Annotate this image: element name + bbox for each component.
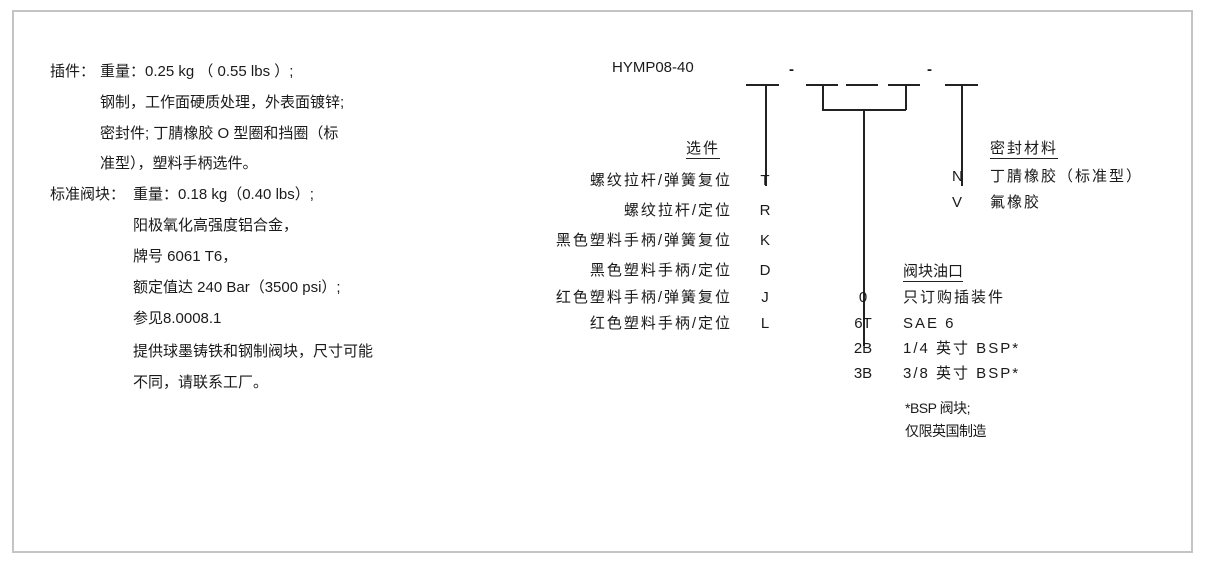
body-spec-line: 重量：0.18 kg（0.40 lbs）;	[133, 186, 314, 203]
blank-seal	[945, 84, 978, 86]
seal-label: 丁腈橡胶（标准型）	[990, 168, 1144, 185]
dash: -	[927, 61, 932, 78]
port-bracket-bar	[822, 109, 906, 111]
seal-code: N	[952, 168, 963, 185]
option-label: 螺纹拉杆/定位	[623, 202, 732, 219]
blank-option	[746, 84, 779, 86]
body-spec-line: 不同，请联系工厂。	[133, 374, 269, 391]
body-spec-line: 阳极氧化高强度铝合金，	[133, 217, 299, 234]
port-label: 只订购插装件	[903, 289, 1006, 306]
dash: -	[789, 61, 794, 78]
document-frame	[12, 10, 1193, 553]
option-code: J	[761, 289, 769, 306]
port-code: 0	[858, 289, 868, 306]
blank-port-3	[888, 84, 920, 86]
body-spec-line: 额定值达 240 Bar（3500 psi）;	[133, 279, 341, 296]
option-label: 黑色塑料手柄/定位	[589, 262, 732, 279]
option-code: T	[760, 172, 770, 189]
seal-label: 氟橡胶	[990, 194, 1042, 211]
blank-port-2	[846, 84, 878, 86]
insert-label: 插件：	[50, 63, 96, 80]
port-code: 3B	[853, 365, 873, 382]
seal-code: V	[952, 194, 963, 211]
port-label: SAE 6	[903, 315, 956, 332]
port-label: 3/8 英寸 BSP*	[903, 365, 1021, 382]
option-code: K	[759, 232, 770, 249]
port-leader-line	[863, 110, 865, 346]
option-label: 黑色塑料手柄/弹簧复位	[555, 232, 732, 249]
bsp-note: *BSP 阀块;	[905, 400, 971, 416]
option-code: D	[759, 262, 771, 279]
option-label: 红色塑料手柄/弹簧复位	[555, 289, 732, 306]
option-label: 螺纹拉杆/弹簧复位	[589, 172, 732, 189]
insert-spec-line: 重量：0.25 kg （ 0.55 lbs ）;	[100, 63, 294, 80]
option-code: R	[759, 202, 771, 219]
insert-spec-line: 密封件; 丁腈橡胶 O 型圈和挡圈（标	[100, 125, 339, 142]
insert-spec-line: 钢制，工作面硬质处理，外表面镀锌;	[100, 94, 345, 111]
insert-spec-line: 准型），塑料手柄选件。	[100, 155, 258, 172]
body-label: 标准阀块：	[50, 186, 126, 203]
bsp-note: 仅限英国制造	[905, 423, 987, 439]
port-code: 2B	[853, 340, 873, 357]
options-heading: 选件	[686, 140, 721, 159]
port-bracket-right	[905, 86, 907, 110]
port-label: 1/4 英寸 BSP*	[903, 340, 1021, 357]
body-spec-line: 参见8.0008.1	[133, 310, 222, 327]
option-leader-line	[765, 86, 767, 186]
ports-heading: 阀块油口	[903, 263, 964, 282]
model-code: HYMP08-40	[612, 59, 694, 76]
port-code: 6T	[854, 315, 872, 332]
port-bracket-left	[822, 86, 824, 110]
seal-heading: 密封材料	[990, 140, 1059, 159]
body-spec-line: 提供球墨铸铁和钢制阀块，尺寸可能	[133, 343, 374, 360]
option-label: 红色塑料手柄/定位	[589, 315, 732, 332]
option-code: L	[760, 315, 770, 332]
seal-leader-line	[961, 86, 963, 186]
body-spec-line: 牌号 6061 T6，	[133, 248, 238, 265]
blank-port-1	[806, 84, 838, 86]
